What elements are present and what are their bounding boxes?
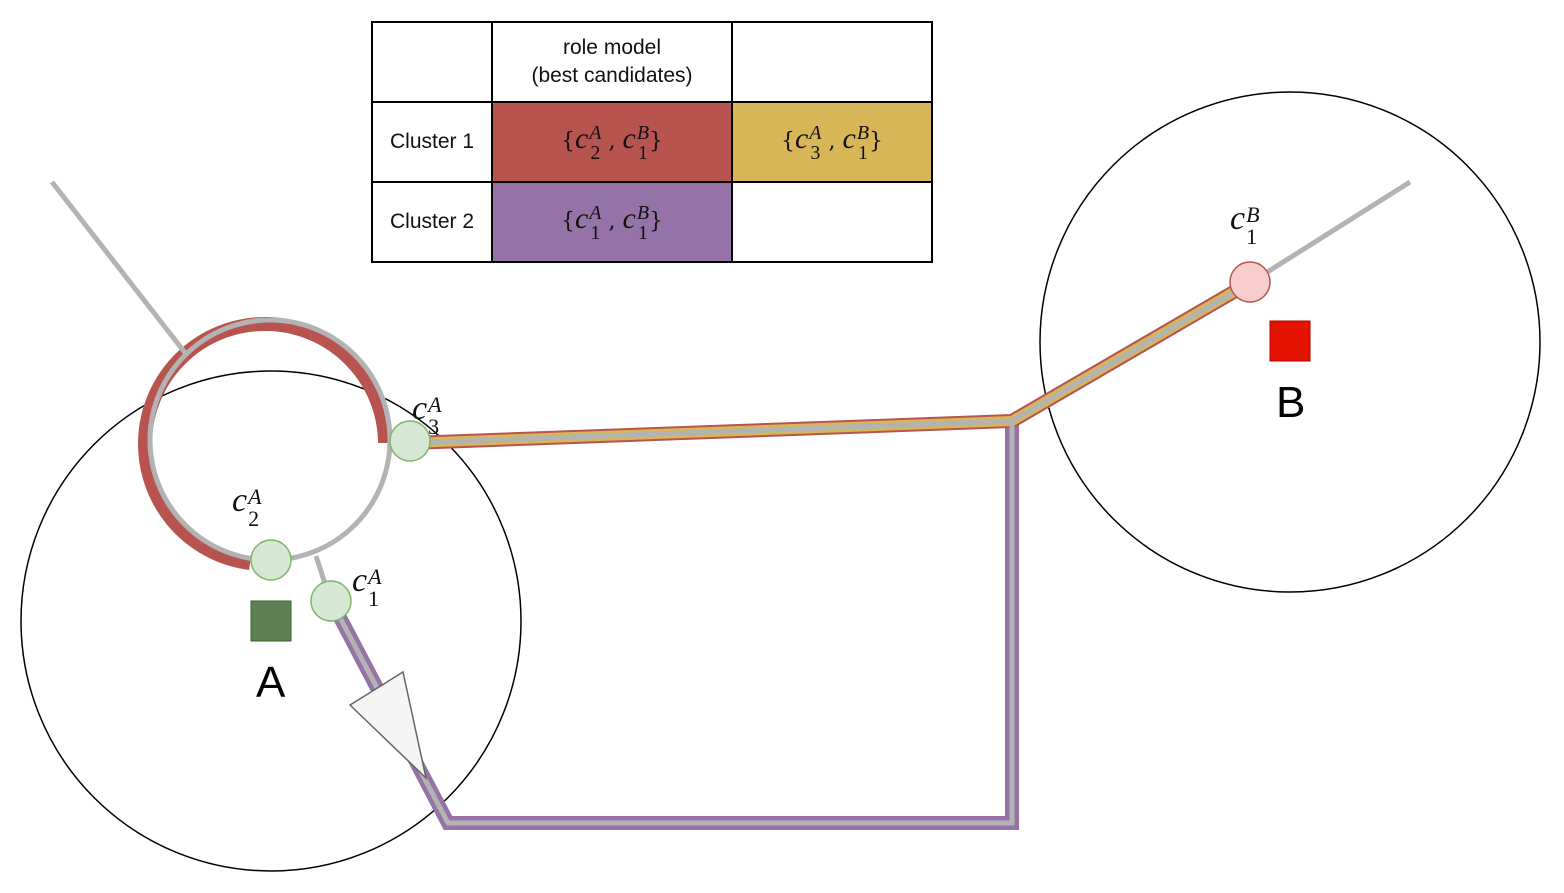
empty-cell: [731, 181, 933, 263]
header-empty-cell: [371, 21, 493, 103]
header-line-1: role model: [562, 36, 662, 59]
header-empty-cell-2: [731, 21, 933, 103]
header-role-model: role model (best candidates): [491, 21, 733, 103]
region-a-marker: [250, 600, 292, 642]
table-header-row: role model (best candidates): [371, 21, 933, 103]
node-c1b: [1229, 261, 1271, 303]
cluster1-route-gold: [409, 285, 1240, 448]
node-c3a: [389, 420, 431, 462]
region-b-marker: [1269, 320, 1311, 362]
region-b-label: B: [1276, 378, 1306, 427]
role-model-table: role model (best candidates) Cluster 1 {…: [371, 21, 933, 263]
direction-arrow: [348, 670, 428, 781]
region-a-circle: [20, 370, 522, 872]
region-b-circle: [1039, 91, 1541, 593]
header-line-2: (best candidates): [531, 64, 693, 87]
row-label: Cluster 1: [371, 101, 493, 183]
region-a-label: A: [256, 658, 286, 707]
node-c1a: [310, 580, 352, 622]
row-label: Cluster 2: [371, 181, 493, 263]
node-c2a: [250, 539, 292, 581]
